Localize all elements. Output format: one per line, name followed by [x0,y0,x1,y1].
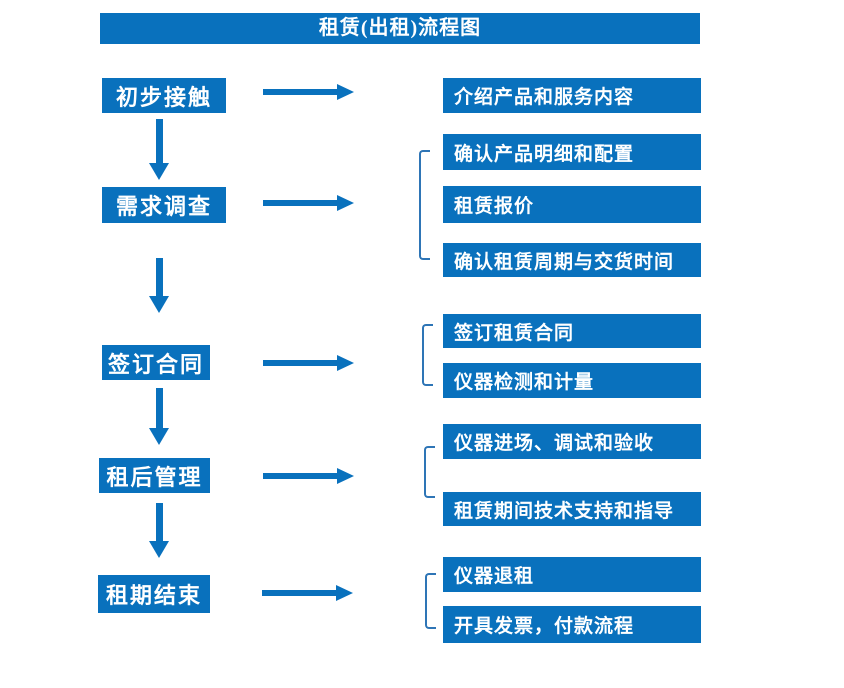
detail-box-confirm-rental-period-delivery: 确认租赁周期与交货时间 [443,243,701,277]
detail-box-invoice-payment: 开具发票，付款流程 [443,606,701,643]
detail-box-sign-rental-contract: 签订租赁合同 [443,314,701,348]
down-arrow-icon [149,388,169,445]
group-bracket [424,446,435,498]
arrow-shaft [263,473,337,479]
page-title: 租赁(出租)流程图 [100,13,700,44]
step-box-post-rental-management: 租后管理 [99,458,210,493]
detail-box-rental-quotation: 租赁报价 [443,186,701,223]
step-box-rental-end: 租期结束 [98,575,210,613]
arrow-shaft [263,360,337,366]
arrow-shaft [263,200,337,206]
arrow-head [337,355,354,371]
arrow-shaft [155,503,163,541]
arrow-head [337,84,354,100]
right-arrow-icon [263,84,354,100]
step-box-sign-contract: 签订合同 [102,345,210,380]
arrow-shaft [263,89,337,95]
step-box-demand-survey: 需求调查 [102,187,226,223]
right-arrow-icon [263,195,354,211]
step-box-initial-contact: 初步接触 [102,78,226,113]
detail-box-technical-support: 租赁期间技术支持和指导 [443,492,701,526]
down-arrow-icon [149,119,169,180]
arrow-head [337,195,354,211]
arrow-head [149,163,169,180]
down-arrow-icon [149,258,169,313]
arrow-head [149,296,169,313]
arrow-shaft [155,258,163,296]
arrow-shaft [262,590,336,596]
arrow-head [336,585,353,601]
arrow-head [337,468,354,484]
detail-box-instrument-return: 仪器退租 [443,557,701,592]
arrow-shaft [155,388,163,428]
detail-box-instrument-setup-acceptance: 仪器进场、调试和验收 [443,424,701,459]
detail-box-confirm-product-details: 确认产品明细和配置 [443,134,701,170]
detail-box-instrument-inspection: 仪器检测和计量 [443,363,701,398]
arrow-head [149,428,169,445]
right-arrow-icon [262,585,353,601]
group-bracket [422,324,433,386]
arrow-shaft [155,119,163,163]
right-arrow-icon [263,468,354,484]
down-arrow-icon [149,503,169,558]
group-bracket [425,573,436,629]
arrow-head [149,541,169,558]
group-bracket [419,150,430,260]
right-arrow-icon [263,355,354,371]
detail-box-introduce-products-services: 介绍产品和服务内容 [443,78,701,113]
